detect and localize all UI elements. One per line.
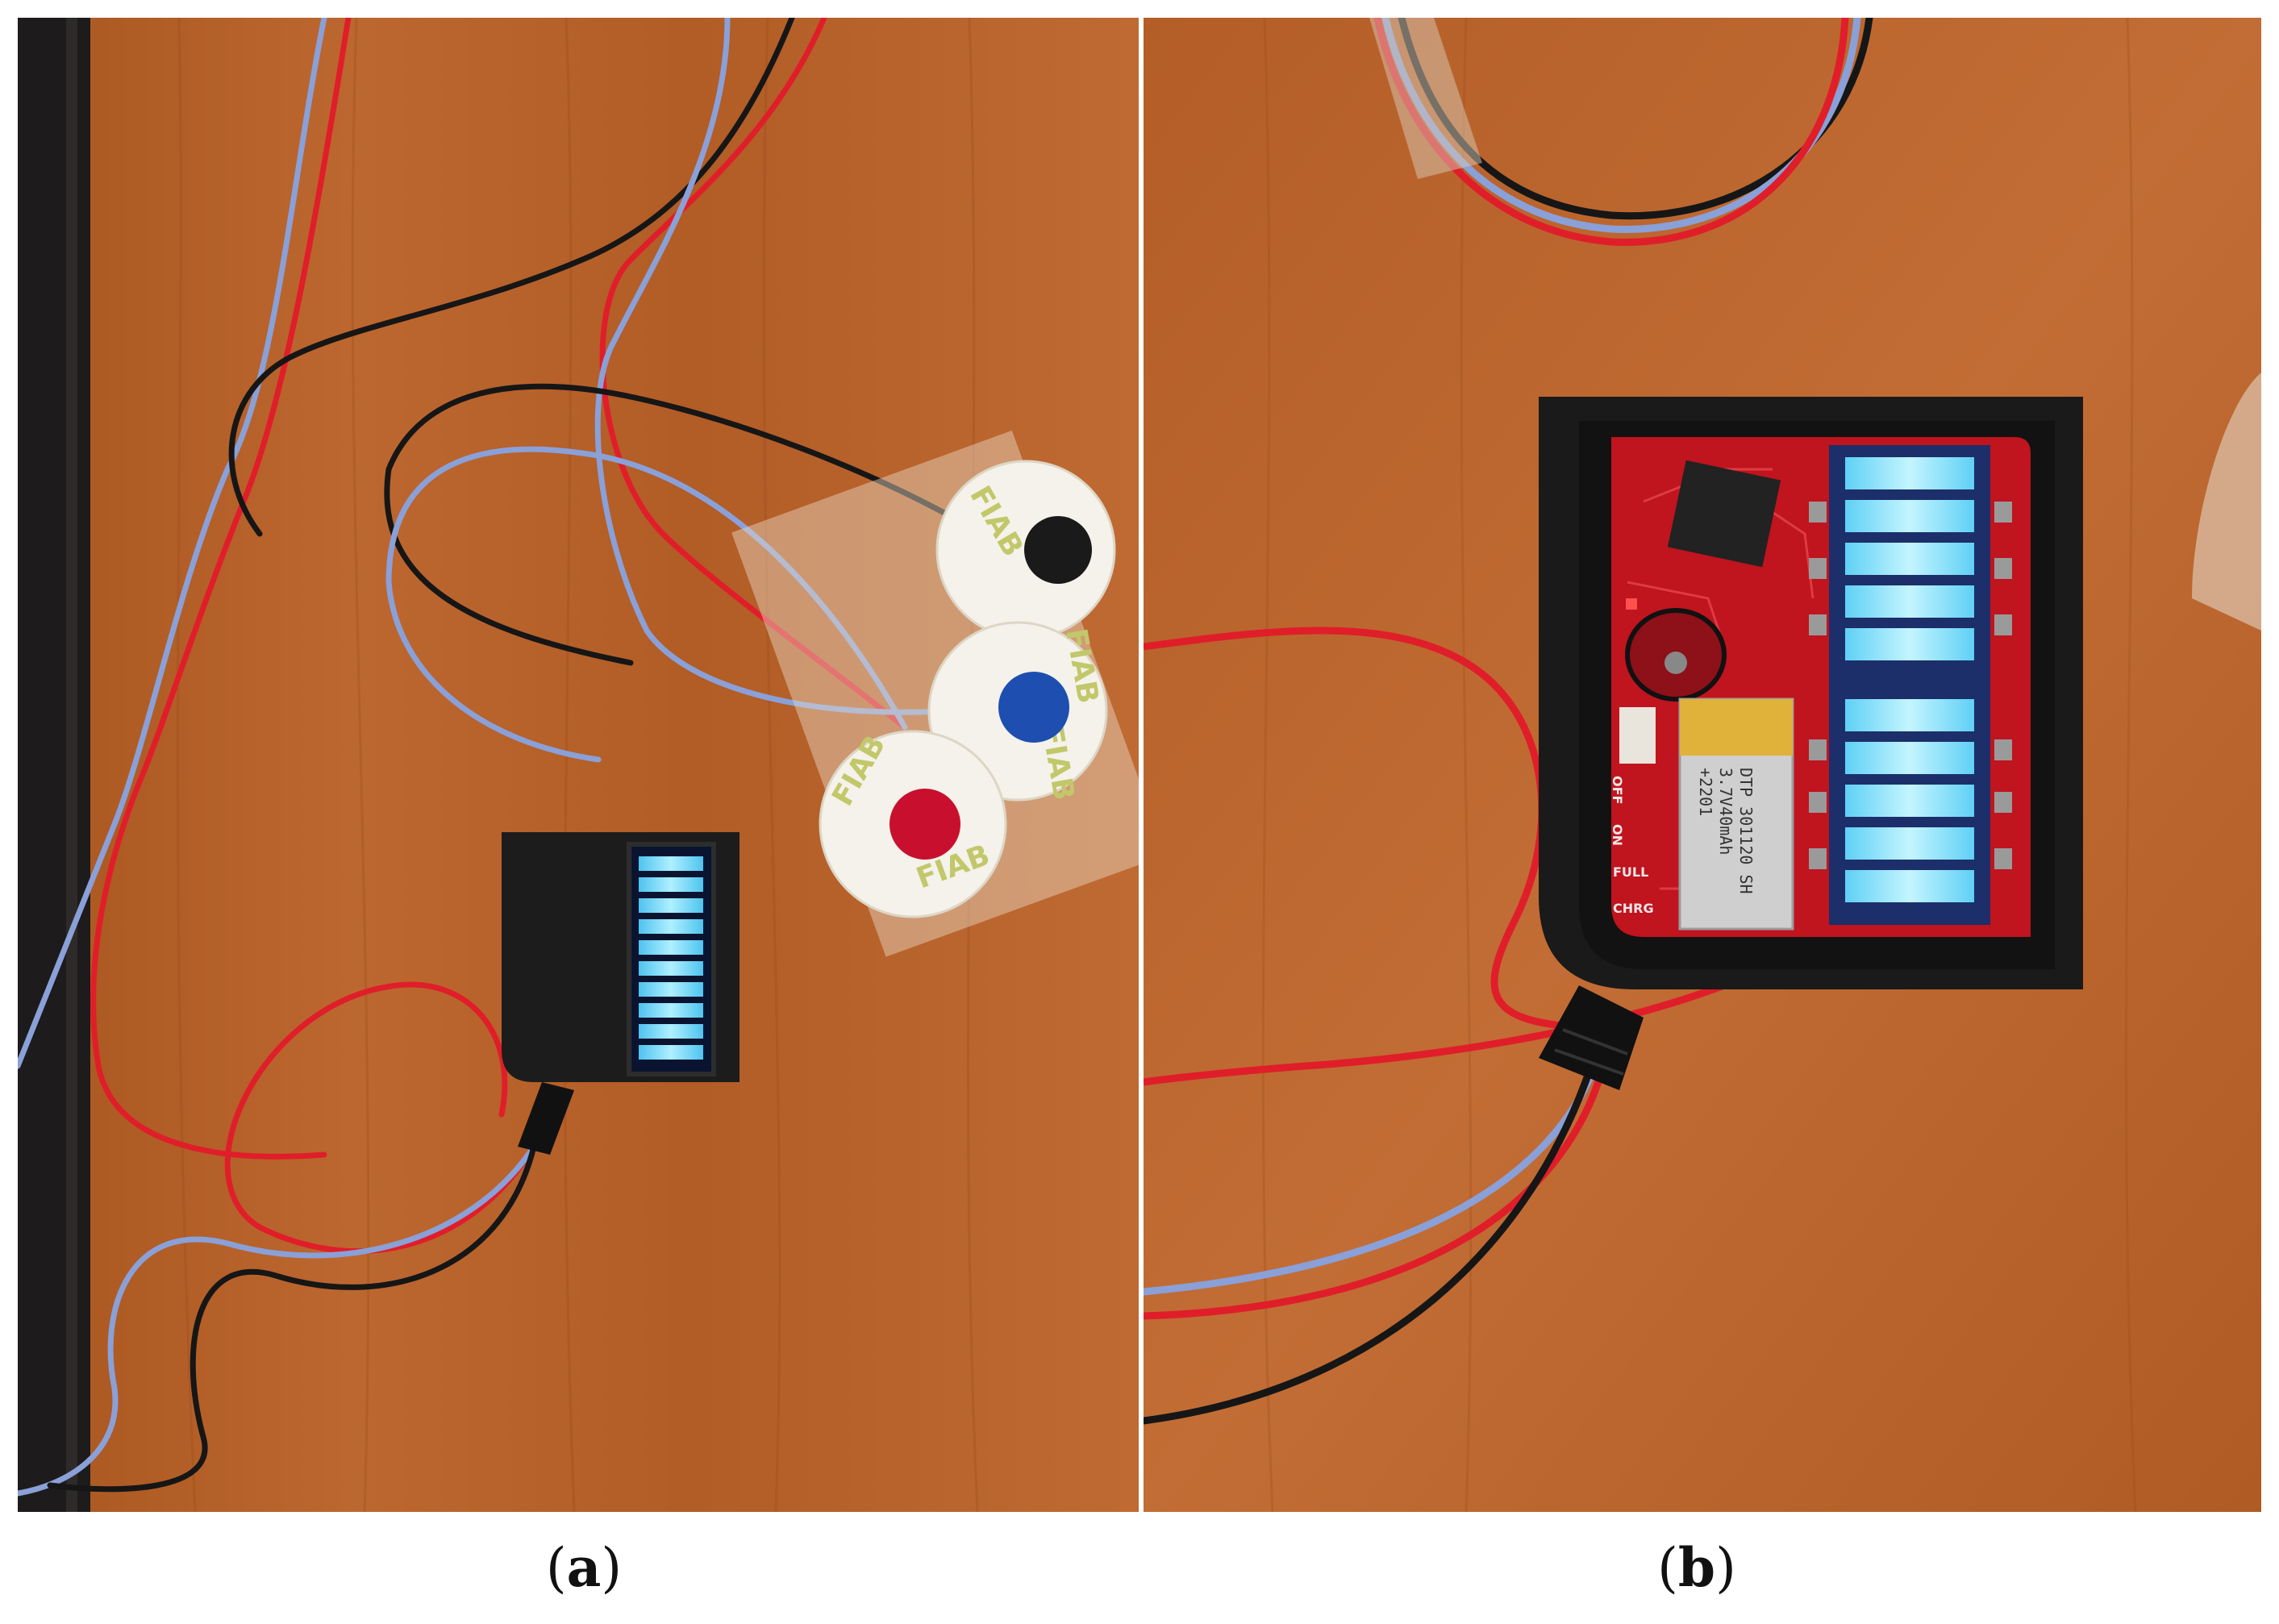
microcontroller-chip [1667, 460, 1781, 568]
electrode-snap-black [1024, 516, 1092, 584]
battery-label-1: DTP 301120 SH [1736, 768, 1756, 894]
battery-connector [1619, 707, 1656, 764]
ecg-electrodes: FIAB FIAB FIAB FIAB FIAB [731, 430, 1139, 957]
photo-a: FIAB FIAB FIAB FIAB FIAB [18, 18, 1139, 1512]
photo-panel-b: ON OFF FULL CHRG DTP 301120 SH 3.7V40mAh… [1144, 18, 2261, 1512]
caption-a: (a) [545, 1536, 623, 1599]
led-bar-display [639, 856, 703, 1060]
cable-strain-relief [1539, 985, 1644, 1090]
pcb-label-chrg: CHRG [1613, 901, 1654, 916]
pcb-led-indicator [1626, 598, 1637, 610]
caption-b: (b) [1657, 1536, 1736, 1599]
photo-b: ON OFF FULL CHRG DTP 301120 SH 3.7V40mAh… [1144, 18, 2261, 1512]
battery: DTP 301120 SH 3.7V40mAh +2201 [1678, 697, 1794, 931]
desk-edge [18, 18, 90, 1512]
battery-label-2: 3.7V40mAh [1716, 768, 1735, 855]
wood-grain [176, 18, 979, 1512]
lead-wires-bottom [1144, 1062, 1607, 1425]
electrode-snap-red [890, 789, 960, 860]
electrode-snap-blue [998, 672, 1069, 743]
pcb-silkscreen: ON OFF FULL CHRG [1610, 776, 1654, 916]
lead-wires [18, 18, 956, 1497]
pcb-label-full: FULL [1613, 864, 1648, 880]
desk-edge-highlight [66, 18, 77, 1512]
cable-strain-relief [518, 1082, 574, 1155]
caption-b-letter: b [1677, 1536, 1716, 1599]
pcb-label-off: OFF [1610, 776, 1625, 804]
tape-strip [1369, 18, 1482, 179]
caption-a-letter: a [566, 1536, 602, 1599]
wearable-device-open: ON OFF FULL CHRG DTP 301120 SH 3.7V40mAh… [1539, 397, 2083, 1090]
wearable-device-closed [502, 832, 740, 1155]
pcb-label-on: ON [1610, 824, 1625, 846]
led-bar-display [1809, 445, 2012, 925]
battery-label-3: +2201 [1696, 768, 1715, 816]
tape-strip-right [2192, 373, 2261, 631]
photo-panel-a: FIAB FIAB FIAB FIAB FIAB [18, 18, 1139, 1512]
